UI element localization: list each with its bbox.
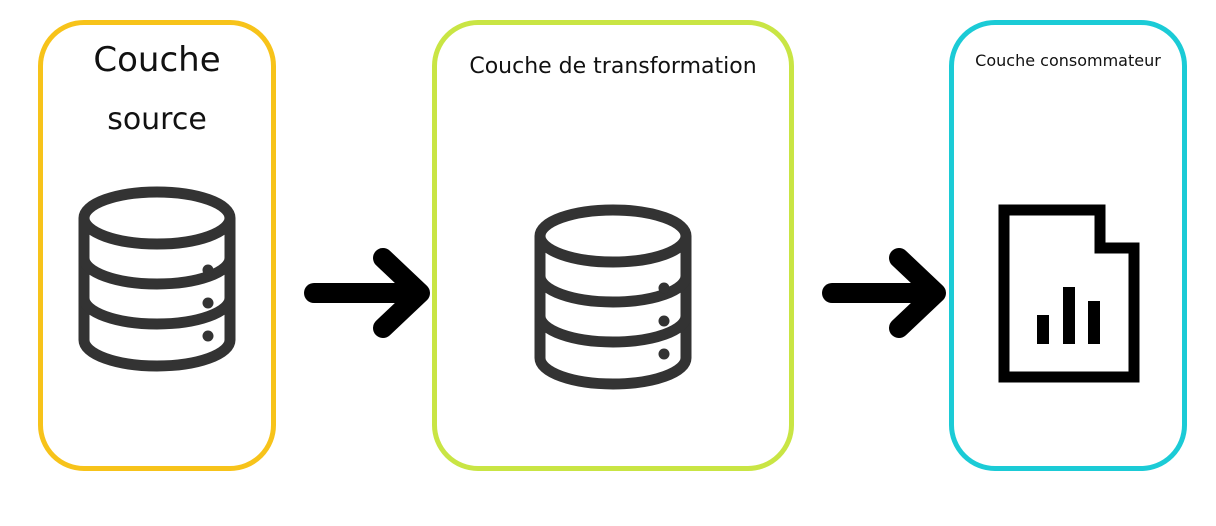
source-layer-title-line1: Couche — [93, 40, 221, 80]
arrow-right-icon — [304, 248, 430, 338]
source-layer-box — [38, 20, 276, 471]
arrow-right-icon — [822, 248, 946, 338]
transformation-layer-title: Couche de transformation — [469, 54, 757, 79]
database-icon — [78, 186, 236, 372]
transformation-layer-box — [432, 20, 794, 471]
consumer-layer-title: Couche consommateur — [975, 51, 1161, 70]
consumer-layer-box — [949, 20, 1187, 471]
report-document-icon — [998, 204, 1140, 383]
database-icon — [534, 204, 692, 390]
source-layer-title-line2: source — [107, 102, 207, 137]
